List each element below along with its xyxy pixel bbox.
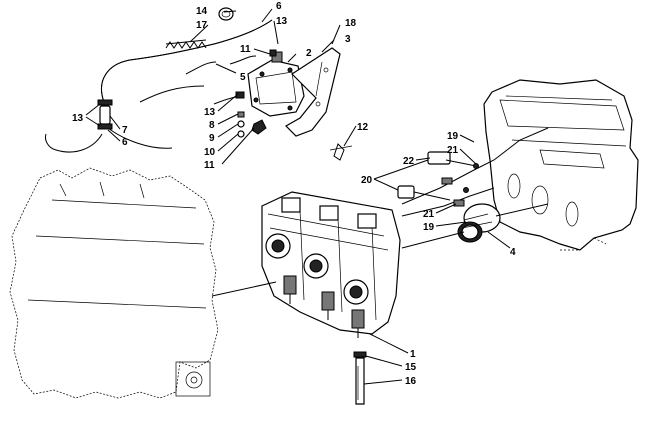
callout-labels: 14 17 6 13 18 3 2 11 5 13 7 6 13 8 9 10 …: [72, 1, 516, 387]
callout-17: 17: [196, 20, 208, 31]
carburetor-assembly: [261, 191, 401, 338]
callout-3: 3: [345, 34, 351, 45]
throttle-cable: [397, 127, 549, 217]
engine-block: [9, 167, 219, 399]
callout-13: 13: [276, 16, 288, 27]
fuel-pump: [247, 51, 305, 117]
callout-10: 10: [204, 147, 216, 158]
callout-2: 2: [306, 48, 312, 59]
callout-8: 8: [209, 120, 215, 131]
clamp: [218, 7, 234, 21]
spring: [165, 39, 207, 49]
callout-22: 22: [403, 156, 415, 167]
callout-6: 6: [122, 137, 128, 148]
callout-19: 19: [447, 131, 459, 142]
mounting-bracket: [285, 47, 341, 137]
callout-13: 13: [72, 113, 84, 124]
callout-12: 12: [357, 122, 369, 133]
callout-14: 14: [196, 6, 208, 17]
callout-18: 18: [345, 18, 357, 29]
callout-1: 1: [410, 349, 416, 360]
callout-21: 21: [423, 209, 435, 220]
callout-7: 7: [122, 125, 128, 136]
callout-13: 13: [204, 107, 216, 118]
callout-6: 6: [276, 1, 282, 12]
callout-11: 11: [204, 160, 215, 171]
hardware: [235, 49, 353, 161]
callout-5: 5: [240, 72, 246, 83]
callout-4: 4: [510, 247, 516, 258]
callout-20: 20: [361, 175, 373, 186]
leader-lines: [85, 8, 549, 385]
fuel-hoses: [45, 19, 273, 153]
callout-16: 16: [405, 376, 417, 387]
fuel-filter: [97, 99, 113, 130]
air-silencer: [483, 79, 639, 251]
intake-boot: [457, 203, 501, 243]
callout-15: 15: [405, 362, 417, 373]
drain-tube: [353, 351, 367, 405]
callout-19: 19: [423, 222, 435, 233]
callout-11: 11: [240, 44, 251, 55]
callout-21: 21: [447, 145, 459, 156]
callout-9: 9: [209, 133, 215, 144]
